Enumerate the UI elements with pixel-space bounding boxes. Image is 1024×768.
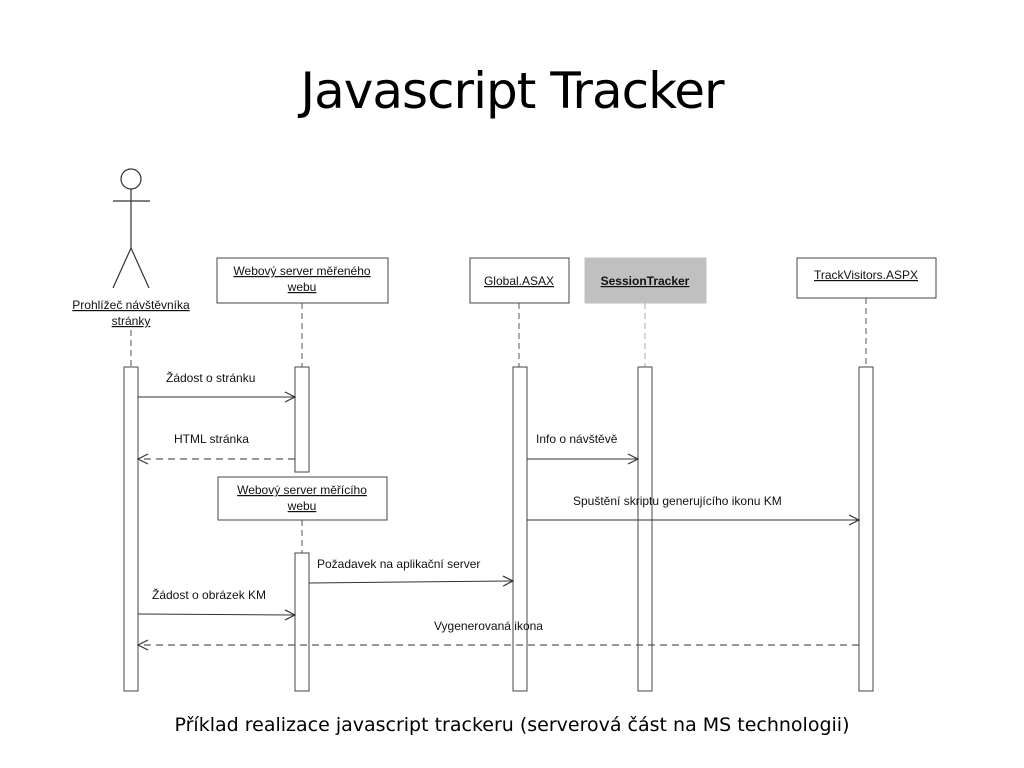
message-visit-info: Info o návštěvě: [527, 432, 638, 459]
web-measuring-label-line2: webu: [287, 499, 317, 513]
message-generated-icon: Vygenerovaná ikona: [138, 619, 859, 645]
web-measuring-label-line1: Webový server měřícího: [237, 483, 367, 497]
slide-title: Javascript Tracker: [300, 62, 724, 120]
lifeline-header-web-measuring: Webový server měřícího webu: [217, 476, 388, 521]
message-label-run-script: Spuštění skriptu generujícího ikonu KM: [573, 494, 782, 508]
activation-bars: [123, 366, 874, 692]
lifeline-header-global-asax: Global.ASAX: [469, 257, 570, 304]
message-label-app-server-request: Požadavek na aplikační server: [317, 557, 480, 571]
message-label-generated-icon: Vygenerovaná ikona: [434, 619, 543, 633]
message-html-page: HTML stránka: [138, 432, 295, 459]
message-label-visit-info: Info o návštěvě: [536, 432, 618, 446]
message-label-image-request: Žádost o obrázek KM: [152, 587, 266, 602]
message-page-request: Žádost o stránku: [138, 370, 295, 397]
web-measured-label-line1: Webový server měřeného: [233, 264, 371, 278]
actor-label-line1: Prohlížeč návštěvníka: [72, 298, 190, 312]
lifeline-header-track-visitors: TrackVisitors.ASPX: [796, 257, 937, 299]
lifelines: [130, 298, 867, 553]
message-label-page-request: Žádost o stránku: [166, 370, 255, 385]
session-tracker-label: SessionTracker: [601, 274, 690, 288]
message-run-script: Spuštění skriptu generujícího ikonu KM: [527, 494, 859, 520]
track-visitors-label: TrackVisitors.ASPX: [814, 268, 918, 282]
message-app-server-request: Požadavek na aplikační server: [308, 557, 513, 583]
actor-figure: [112, 168, 150, 289]
actor-label-line2: stránky: [112, 314, 151, 328]
lifeline-header-web-measured: Webový server měřeného webu: [216, 257, 389, 304]
web-measured-label-line2: webu: [287, 280, 317, 294]
message-image-request: Žádost o obrázek KM: [137, 587, 295, 615]
slide-caption: Příklad realizace javascript trackeru (s…: [174, 714, 850, 736]
lifeline-header-session-tracker: SessionTracker: [584, 257, 707, 304]
message-label-html-page: HTML stránka: [174, 432, 249, 446]
global-asax-label: Global.ASAX: [484, 274, 554, 288]
